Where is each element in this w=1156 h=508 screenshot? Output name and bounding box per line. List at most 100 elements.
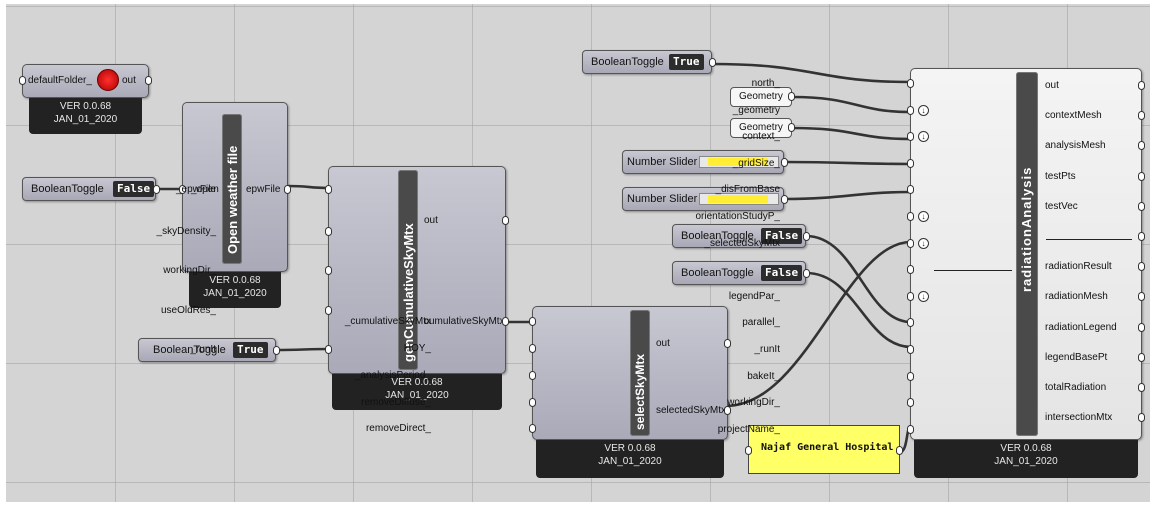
output-grip[interactable]: [1138, 141, 1145, 151]
output-grip[interactable]: [788, 92, 795, 101]
boolean-toggle-runit-2[interactable]: BooleanToggle False: [672, 261, 810, 285]
input-grip[interactable]: [325, 306, 332, 315]
output-grip[interactable]: [1138, 292, 1145, 302]
input-grip[interactable]: [19, 76, 26, 85]
input-grip[interactable]: [907, 105, 914, 115]
toggle-label: BooleanToggle: [31, 183, 104, 195]
input-grip[interactable]: [325, 266, 332, 275]
output-label: cumulativeSkyMtx: [424, 316, 505, 327]
geometry-param-2[interactable]: Geometry: [730, 118, 795, 138]
output-grip[interactable]: [781, 195, 788, 204]
output-grip[interactable]: [145, 76, 152, 85]
input-grip[interactable]: [907, 238, 914, 248]
number-slider-dis-from-base[interactable]: Number Slider: [622, 187, 788, 211]
output-grip[interactable]: [1138, 232, 1145, 241]
version-bar: VER 0.0.68 JAN_01_2020: [189, 272, 281, 308]
input-grip[interactable]: [325, 185, 332, 194]
output-grip[interactable]: [1138, 201, 1145, 211]
toggle-value[interactable]: False: [761, 265, 803, 281]
output-grip[interactable]: [781, 158, 788, 167]
wire-toggle-runit: [274, 347, 333, 352]
input-label: _gridSize_: [732, 157, 780, 169]
version-label: VER 0.0.68: [59, 101, 112, 112]
output-grip[interactable]: [896, 446, 903, 455]
flatten-arrow-icon: ↓: [918, 131, 929, 143]
slider-label: Number Slider: [627, 193, 698, 205]
date-label: JAN_01_2020: [203, 288, 267, 299]
output-grip[interactable]: [788, 123, 795, 132]
input-grip[interactable]: [907, 132, 914, 142]
input-grip[interactable]: [907, 79, 914, 88]
grasshopper-canvas[interactable]: defaultFolder_ out VER 0.0.68 JAN_01_202…: [6, 4, 1150, 502]
output-grip[interactable]: [803, 269, 810, 278]
input-label: HOY_: [403, 343, 431, 354]
output-grip[interactable]: [284, 185, 291, 194]
output-grip[interactable]: [1138, 413, 1145, 423]
toggle-value[interactable]: False: [761, 228, 803, 244]
boolean-toggle-runit[interactable]: BooleanToggle True: [138, 338, 280, 362]
toggle-value[interactable]: False: [113, 181, 155, 197]
output-grip[interactable]: [1138, 262, 1145, 272]
output-label: legendBasePt: [1045, 351, 1108, 363]
output-grip[interactable]: [502, 317, 509, 326]
input-grip[interactable]: [325, 227, 332, 236]
input-grip[interactable]: [907, 398, 914, 408]
input-grip[interactable]: [907, 371, 914, 381]
input-grip[interactable]: [529, 398, 536, 407]
input-grip[interactable]: [529, 424, 536, 433]
geometry-label: Geometry: [739, 91, 783, 102]
input-grip[interactable]: [907, 318, 914, 328]
output-label: radiationResult: [1045, 261, 1112, 273]
wire-geometry-2: [790, 126, 913, 141]
input-grip[interactable]: [325, 345, 332, 354]
output-grip[interactable]: [1138, 322, 1145, 332]
output-grip[interactable]: [1138, 111, 1145, 121]
output-grip[interactable]: [803, 232, 810, 241]
input-separator: [934, 270, 1012, 272]
input-grip[interactable]: [907, 424, 914, 434]
input-label: _analysisPeriod_: [354, 370, 431, 381]
default-folder-body[interactable]: [22, 64, 149, 98]
input-grip[interactable]: [745, 446, 752, 455]
project-name-panel[interactable]: Najaf General Hospital: [745, 425, 903, 474]
input-grip[interactable]: [529, 371, 536, 380]
geometry-param-1[interactable]: Geometry: [730, 87, 795, 107]
input-grip[interactable]: [179, 185, 186, 194]
output-grip[interactable]: [709, 58, 716, 67]
slider-fill: [708, 158, 768, 166]
output-label: out: [656, 338, 670, 349]
output-grip[interactable]: [1138, 383, 1145, 392]
output-grip[interactable]: [502, 216, 509, 225]
output-grip[interactable]: [273, 346, 280, 355]
version-label: VER 0.0.68: [391, 377, 443, 388]
output-grip[interactable]: [153, 185, 160, 194]
toggle-value[interactable]: True: [233, 342, 268, 358]
number-slider-grid-size[interactable]: Number Slider: [622, 150, 788, 174]
date-label: JAN_01_2020: [385, 390, 449, 401]
input-grip[interactable]: [907, 265, 914, 275]
panel-text: Najaf General Hospital: [761, 442, 894, 453]
slider-track[interactable]: [699, 156, 779, 168]
input-label: bakeIt_: [747, 370, 780, 382]
input-grip[interactable]: [907, 345, 914, 354]
input-grip[interactable]: [907, 158, 914, 168]
input-grip[interactable]: [529, 317, 536, 326]
output-grip[interactable]: [724, 406, 731, 415]
input-grip[interactable]: [907, 212, 914, 221]
slider-track[interactable]: [699, 193, 779, 205]
input-label: _cumulativeSkyMtx: [344, 316, 431, 327]
output-grip[interactable]: [1138, 171, 1145, 181]
boolean-toggle-open[interactable]: BooleanToggle False: [22, 177, 160, 201]
toggle-value[interactable]: True: [669, 54, 704, 70]
version-bar: VER 0.0.68 JAN_01_2020: [332, 374, 502, 410]
input-grip[interactable]: [529, 344, 536, 353]
input-grip[interactable]: [907, 291, 914, 301]
input-grip[interactable]: [907, 185, 914, 195]
output-grip[interactable]: [724, 339, 731, 348]
version-label: VER 0.0.68: [1000, 443, 1052, 454]
boolean-toggle-parallel[interactable]: BooleanToggle False: [672, 224, 810, 248]
output-grip[interactable]: [1138, 81, 1145, 90]
folder-icon: [97, 69, 119, 91]
output-grip[interactable]: [1138, 352, 1145, 362]
boolean-toggle-north[interactable]: BooleanToggle True: [582, 50, 716, 74]
